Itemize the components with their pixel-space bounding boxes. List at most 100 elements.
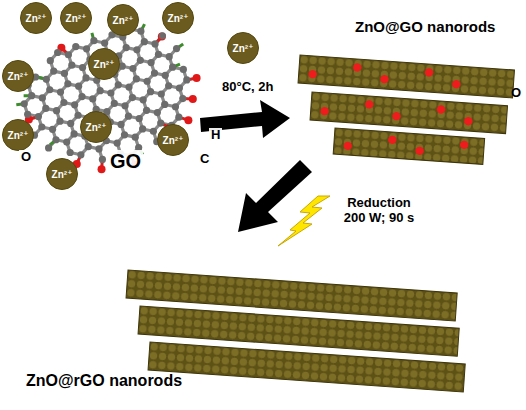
carbon-atom xyxy=(141,38,148,45)
carbon-atom xyxy=(47,57,54,64)
carbon-atom xyxy=(95,145,102,152)
ion-label: Zn²⁺ xyxy=(168,13,189,24)
ion-label: Zn²⁺ xyxy=(113,15,134,26)
carbon-atom xyxy=(60,99,67,106)
atom-label: O xyxy=(19,150,33,165)
carbon-atom xyxy=(74,112,81,119)
carbon-atom xyxy=(67,120,74,127)
carbon-atom xyxy=(42,105,49,112)
carbon-atom xyxy=(28,92,35,99)
carbon-atom xyxy=(79,64,86,71)
nanorod xyxy=(310,92,507,134)
carbon-atom xyxy=(50,68,57,75)
carbon-atom xyxy=(155,51,162,58)
rod-body xyxy=(310,92,507,134)
carbon-atom xyxy=(77,151,84,158)
oxygen-dot xyxy=(353,63,362,72)
carbon-atom xyxy=(173,45,180,52)
carbon-atom xyxy=(176,84,183,91)
oxygen-dot xyxy=(308,70,317,79)
oxygen-dot xyxy=(320,107,329,116)
rod-body xyxy=(333,128,484,164)
carbon-atom xyxy=(52,136,59,143)
carbon-atom xyxy=(151,69,158,76)
atom-label: H xyxy=(209,128,222,143)
product-title: ZnO@GO nanorods xyxy=(355,18,495,35)
carbon-atom xyxy=(125,113,132,120)
carbon-atom xyxy=(68,62,75,69)
carbon-atom xyxy=(101,39,108,46)
oxygen-dot xyxy=(388,135,397,144)
carbon-atom xyxy=(180,66,187,73)
carbon-atom xyxy=(72,43,79,50)
carbon-atom xyxy=(115,81,122,88)
carbon-atom xyxy=(82,74,89,81)
carbon-atom xyxy=(111,100,118,107)
zinc-ion: Zn²⁺ xyxy=(60,2,92,34)
oxygen-dot xyxy=(415,146,424,155)
carbon-atom xyxy=(162,72,169,79)
carbon-atom xyxy=(21,100,28,107)
carbon-atom xyxy=(90,37,97,44)
carbon-atom xyxy=(78,93,85,100)
oxygen-atom xyxy=(189,95,197,103)
nanorods xyxy=(126,55,514,392)
carbon-atom xyxy=(70,130,77,137)
carbon-atom xyxy=(67,149,74,156)
carbon-atom xyxy=(121,131,128,138)
nanorod xyxy=(333,128,484,164)
oxygen-atom xyxy=(158,33,166,41)
lightning-bolt xyxy=(278,196,330,246)
zinc-ion: Zn²⁺ xyxy=(227,32,259,64)
carbon-atom xyxy=(183,76,190,83)
ion-label: Zn²⁺ xyxy=(233,43,254,54)
carbon-atom xyxy=(143,107,150,114)
carbon-atom xyxy=(147,88,154,95)
rod-body xyxy=(298,55,514,98)
carbon-atom xyxy=(157,119,164,126)
carbon-atom xyxy=(89,95,96,102)
carbon-atom xyxy=(129,65,136,72)
carbon-atom xyxy=(53,107,60,114)
carbon-atom xyxy=(39,94,46,101)
zinc-ion: Zn²⁺ xyxy=(2,119,34,151)
carbon-atom xyxy=(46,86,53,93)
carbon-atom xyxy=(71,101,78,108)
carbon-atom xyxy=(45,144,52,151)
rod-body xyxy=(148,342,465,392)
carbon-atom xyxy=(99,156,106,163)
ion-label: Zn²⁺ xyxy=(8,130,29,141)
carbon-atom xyxy=(123,44,130,51)
carbon-atom xyxy=(154,109,161,116)
carbon-atom xyxy=(121,102,128,109)
carbon-atom xyxy=(137,28,144,35)
graphene-oxide-sheet xyxy=(16,24,200,173)
carbon-atom xyxy=(83,45,90,52)
carbon-atom xyxy=(147,59,154,66)
zinc-ion: Zn²⁺ xyxy=(162,2,194,34)
carbon-atom xyxy=(38,123,45,130)
carbon-atom xyxy=(139,125,146,132)
carbon-atom xyxy=(125,84,132,91)
ion-label: Zn²⁺ xyxy=(86,122,107,133)
carbon-atom xyxy=(49,126,56,133)
carbon-atom xyxy=(24,111,31,118)
carbon-atom xyxy=(133,46,140,53)
carbon-atom xyxy=(56,118,63,125)
carbon-atom xyxy=(172,103,179,110)
carbon-atom xyxy=(43,76,50,83)
carbon-atom xyxy=(117,121,124,128)
carbon-atom xyxy=(144,78,151,85)
zinc-ion: Zn²⁺ xyxy=(157,124,189,156)
carbon-atom xyxy=(179,95,186,102)
oxygen-atom xyxy=(184,116,192,124)
atom-label: O xyxy=(511,86,521,101)
carbon-atom xyxy=(150,128,157,135)
carbon-atom xyxy=(132,134,139,141)
ion-label: Zn²⁺ xyxy=(8,71,29,82)
carbon-atom xyxy=(35,113,42,120)
carbon-atom xyxy=(133,75,140,82)
zinc-ion: Zn²⁺ xyxy=(80,111,112,143)
carbon-atom xyxy=(57,88,64,95)
